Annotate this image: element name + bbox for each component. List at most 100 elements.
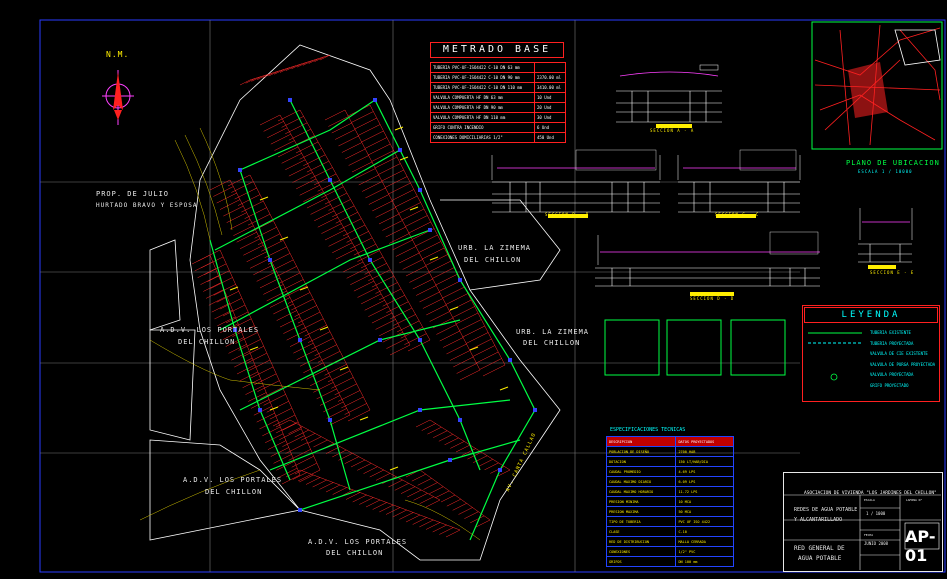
site-boundary	[149, 44, 561, 561]
specs-cell: DN 100 mm	[675, 556, 734, 567]
drawing-frame	[39, 19, 946, 573]
section-label-c: SECCION C - C	[715, 212, 760, 217]
specs-cell: 1/2" PVC	[675, 546, 734, 557]
leyenda-item: VALVULA DE PURGA PROYECTADA	[870, 361, 936, 367]
metrado-desc: VALVULA COMPUERTA HF DN 110 mm	[430, 112, 535, 123]
location-map-site	[848, 62, 888, 118]
sheet-number: AP-01	[905, 527, 936, 565]
urb-label-b: URB. LA ZIMEMA	[516, 328, 590, 336]
title-block-date: JUNIO 2008	[864, 541, 889, 546]
leyenda-box	[802, 305, 940, 402]
adv-label-1b: DEL CHILLON	[178, 338, 236, 346]
metrado-title: METRADO BASE	[430, 42, 564, 58]
metrado-qty: 6 Und	[534, 122, 566, 133]
title-block-sheet-label: LAMINA N°	[906, 498, 923, 502]
title-block-plan-2: AGUA POTABLE	[798, 555, 842, 562]
specs-cell: 150 LT/HAB/DIA	[675, 456, 734, 467]
leyenda-item: VALVULA PROYECTADA	[870, 372, 914, 377]
metrado-qty: 10 Und	[534, 92, 566, 103]
metrado-row: CONEXIONES DOMICILIARIAS 1/2"450 Und	[430, 132, 566, 143]
section-label-d: SECCION D - D	[690, 296, 735, 301]
water-network	[209, 99, 536, 541]
specs-header-cell: DESCRIPCION	[605, 436, 677, 447]
section-label-b: SECCION B - B	[545, 212, 590, 217]
pipe-segment-labels	[229, 126, 509, 471]
leyenda-item: TUBERIA PROYECTADA	[870, 340, 914, 346]
title-block-lines	[783, 494, 941, 570]
adv-label-1: A.D.V. LOS PORTALES	[160, 326, 260, 334]
location-plan-scale: ESCALA 1 / 10000	[858, 169, 913, 174]
north-arrow	[102, 70, 134, 125]
metrado-qty: 3410.00 ml	[534, 82, 566, 93]
specs-cell: PRESION MAXIMA	[605, 506, 677, 517]
urb-label-b2: DEL CHILLON	[523, 339, 581, 347]
metrado-desc: GRIFO CONTRA INCENDIO	[430, 122, 535, 133]
adv-label-3: A.D.V. LOS PORTALES	[308, 538, 408, 546]
title-block: ASOCIACION DE VIVIENDA "LOS JARDINES DEL…	[783, 472, 943, 572]
leyenda-title: LEYENDA	[804, 307, 938, 323]
adv-label-3b: DEL CHILLON	[326, 549, 384, 557]
specs-cell: 2700 HAB	[675, 446, 734, 457]
section-label-e: SECCION E - E	[870, 270, 915, 275]
sheet-number-frame	[904, 522, 940, 550]
urb-label-2: DEL CHILLON	[464, 256, 522, 264]
urb-label: URB. LA ZIMEMA	[458, 244, 532, 252]
specs-cell: PVC UF ISO 4422	[675, 516, 734, 527]
specs-cell: C-10	[675, 526, 734, 537]
specs-cell: MALLA CERRADA	[675, 536, 734, 547]
location-map-outline	[894, 29, 941, 66]
location-map-frame	[811, 21, 943, 150]
title-block-date-label: FECHA	[864, 533, 874, 537]
adv-label-2b: DEL CHILLON	[205, 488, 263, 496]
title-block-project: REDES DE AGUA POTABLE	[794, 507, 858, 513]
title-block-scale: 1 / 1000	[866, 511, 886, 516]
specs-title: ESPECIFICACIONES TECNICAS	[610, 427, 686, 433]
leyenda-item: VALVULA DE CIE EXISTENTE	[870, 351, 928, 356]
metrado-row: TUBERIA PVC-UF-ISO4422 C-10 DN 63 mm	[430, 62, 566, 73]
specs-cell: CLASE	[605, 526, 677, 537]
specs-cell: 10 MCA	[675, 496, 734, 507]
specs-cell: 6.09 LPS	[675, 476, 734, 487]
specs-cell: GRIFOS	[605, 556, 677, 567]
specs-cell: DOTACION	[605, 456, 677, 467]
specs-cell: PRESION MINIMA	[605, 496, 677, 507]
section-label-a: SECCION A - A	[650, 128, 695, 133]
title-block-scale-label: ESCALA	[864, 498, 875, 502]
specs-cell: CAUDAL MAXIMO HORARIO	[605, 486, 677, 497]
lot-blocks	[191, 54, 511, 538]
metrado-qty: 2370.00 ml	[534, 72, 566, 83]
specs-cell: 50 MCA	[675, 506, 734, 517]
contour-lines	[139, 127, 481, 541]
location-plan-title: PLANO DE UBICACION	[846, 159, 940, 167]
north-label: N.M.	[106, 50, 130, 59]
metrado-qty: 20 Und	[534, 102, 566, 113]
metrado-desc: TUBERIA PVC-UF-ISO4422 C-10 DN 110 mm	[430, 82, 535, 93]
specs-cell: 4.69 LPS	[675, 466, 734, 477]
title-block-plan: RED GENERAL DE	[794, 545, 845, 552]
detail-boxes	[604, 319, 786, 376]
specs-cell: RED DE DISTRIBUCION	[605, 536, 677, 547]
metrado-desc: VALVULA COMPUERTA HF DN 63 mm	[430, 92, 535, 103]
metrado-desc: TUBERIA PVC-UF-ISO4422 C-10 DN 63 mm	[430, 62, 535, 73]
adv-label-2: A.D.V. LOS PORTALES	[183, 476, 283, 484]
specs-cell: CAUDAL MAXIMO DIARIO	[605, 476, 677, 487]
specs-cell: POBLACION DE DISEÑO	[605, 446, 677, 457]
